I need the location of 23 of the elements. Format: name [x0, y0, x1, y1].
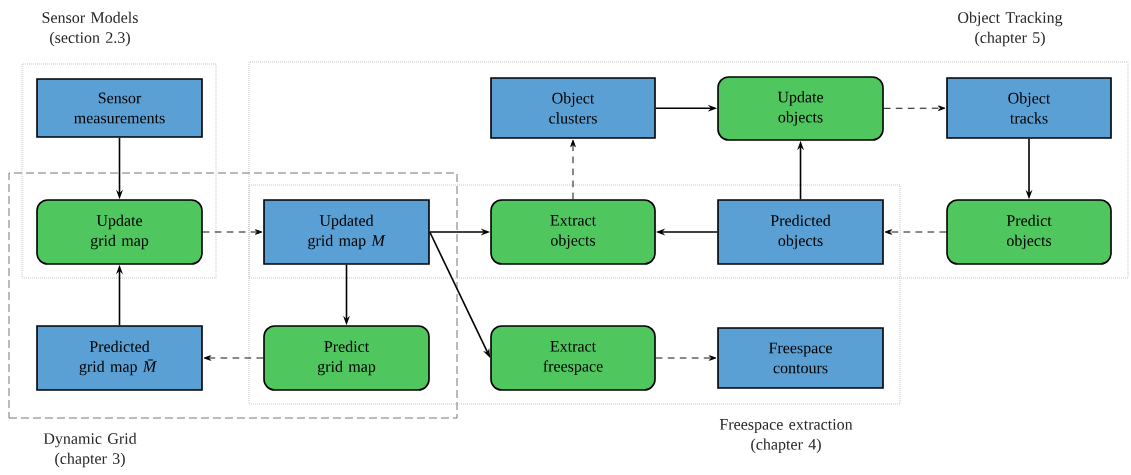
data-box: Sensor measurements — [36, 78, 203, 138]
data-box: Object tracks — [946, 77, 1112, 139]
group-title: Sensor Models (section 2.3) — [42, 11, 138, 47]
data-box: Predicted objects — [717, 199, 884, 265]
data-box: Object clusters — [490, 77, 656, 139]
data-box: Updated grid map M — [263, 199, 430, 265]
arrow — [570, 139, 576, 200]
process-box: Update objects — [717, 76, 884, 141]
arrow — [202, 229, 263, 235]
process-box: Predict grid map — [263, 325, 430, 391]
arrow — [655, 355, 717, 361]
group-title: Object Tracking (chapter 5) — [958, 11, 1063, 47]
process-box: Extract freespace — [490, 325, 656, 391]
group-title: Dynamic Grid (chapter 3) — [43, 432, 137, 468]
process-box: Predict objects — [946, 199, 1112, 265]
data-box: Predicted grid map M̄ — [36, 325, 203, 391]
arrow — [884, 229, 947, 235]
arrow — [203, 355, 264, 361]
group-title: Freespace extraction (chapter 4) — [719, 419, 853, 453]
arrow — [883, 105, 946, 111]
data-box: Freespace contours — [717, 327, 884, 389]
process-box: Update grid map — [36, 199, 203, 265]
process-box: Extract objects — [490, 199, 656, 265]
